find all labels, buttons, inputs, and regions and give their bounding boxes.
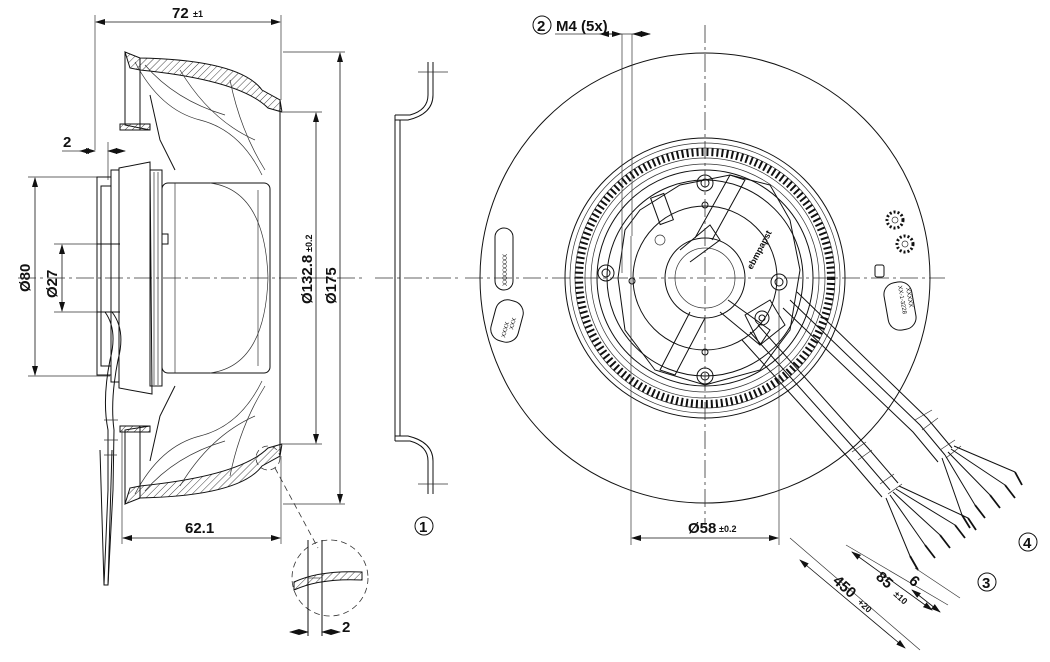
dim-dia-27: Ø27 [44,270,61,298]
ring-label-right: XX-1-3228 XXXXX [883,281,917,331]
callout-2: 2 [537,18,545,35]
dim-dia-175: Ø175 [323,267,340,304]
dim-strip-6: 6 [905,572,923,590]
dim-dia-58: Ø58 [688,520,716,537]
ring-gear-icon-2 [895,234,915,254]
callout-2-text: M4 (5x) [556,18,608,35]
svg-text:XX-1-3228: XX-1-3228 [896,285,907,315]
svg-text:XXXXX: XXXXX [904,287,913,308]
dim-dia-132-tol: ±0.2 [304,235,314,252]
ring-gear-icon-1 [885,210,905,230]
hub-brand: ebmpapst [745,229,774,271]
ring-label-left2: XXXX XXX [490,299,524,343]
dim-dia-58-tol: ±0.2 [719,524,736,534]
detail-view: 2 [289,539,369,636]
dim-cable-450-tol: +20 [856,597,874,615]
mount-boss-right [770,273,788,291]
callout-4: 4 [1023,535,1032,552]
dim-length-62: 62.1 [185,520,214,537]
callout-3: 3 [982,575,990,592]
dim-cable-450: 450 [829,572,859,601]
side-view: 72 ±1 2 Ø80 Ø27 [17,5,369,636]
callout-1: 1 [419,519,427,536]
dim-width-total-tol: ±1 [193,9,203,19]
mount-boss-left [597,264,615,282]
dim-cable-85: 85 [872,568,896,592]
svg-text:XXXXXXXX: XXXXXXXX [503,254,509,286]
dim-width-total: 72 [172,5,189,22]
dim-dia-132: Ø132.8 [299,255,316,304]
svg-text:XXX: XXX [509,317,518,330]
dim-detail-2: 2 [342,619,350,636]
svg-text:XXXX: XXXX [501,321,511,338]
inlet-ring-profile: 1 [375,62,460,536]
dim-offset-left: 2 [63,134,71,151]
front-view: ebmpapst XXXXXXXX XXXX XXX XX-1-3228 XXX… [465,15,1038,651]
ring-label-left: XXXXXXXX [494,227,514,291]
